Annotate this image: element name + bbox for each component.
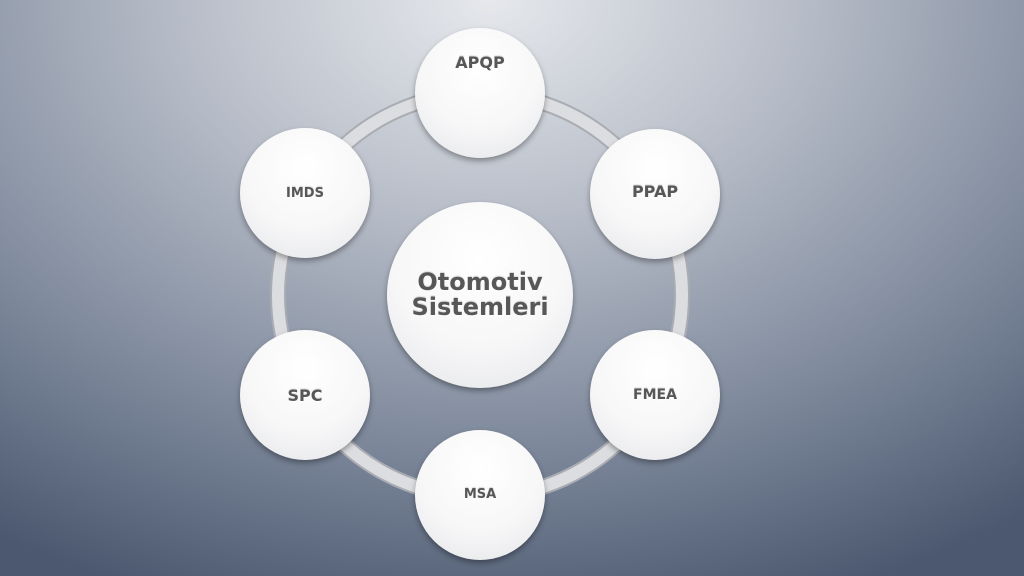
node-label: SPC [287, 385, 323, 405]
node-label: PPAP [631, 181, 679, 201]
node-fmea: FMEA [590, 330, 720, 460]
node-label: MSA [463, 486, 497, 502]
node-label: FMEA [633, 387, 677, 403]
node-label: APQP [455, 52, 505, 72]
center-line-1: Otomotiv [417, 268, 543, 296]
node-ppap: PPAP [590, 129, 720, 259]
node-spc: SPC [240, 330, 370, 460]
node-apqp: APQP [415, 28, 545, 158]
center-line-2: Sistemleri [411, 293, 549, 321]
node-label: IMDS [286, 185, 324, 201]
node-msa: MSA [415, 430, 545, 560]
node-imds: IMDS [240, 128, 370, 258]
